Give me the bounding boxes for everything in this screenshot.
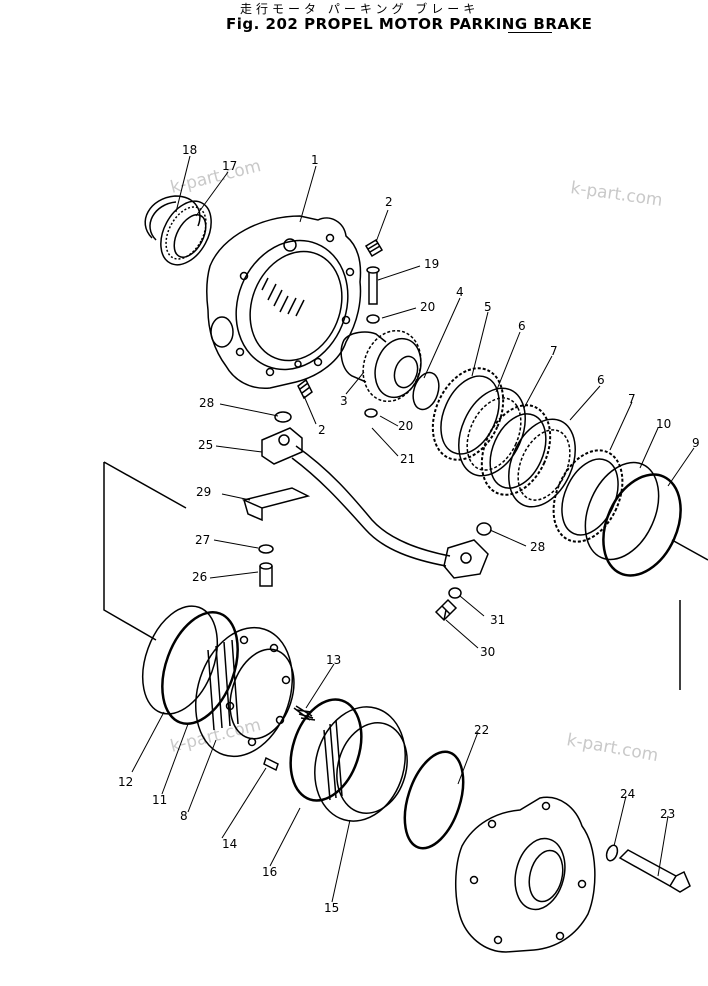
watermark-2: k-part.com — [569, 178, 663, 211]
callout-30: 30 — [480, 645, 495, 659]
watermark-4: k-part.com — [565, 730, 660, 766]
callout-4: 4 — [456, 285, 464, 299]
callout-20-lower: 20 — [398, 419, 413, 433]
part-1-motor-case — [205, 215, 362, 389]
callout-5: 5 — [484, 300, 492, 314]
part-16-ring — [289, 698, 363, 802]
callout-21: 21 — [400, 452, 415, 466]
part-6-disc-first — [458, 387, 526, 477]
callout-7-first: 7 — [550, 344, 558, 358]
part-3-hub-gear — [340, 329, 422, 403]
callout-23: 23 — [660, 807, 675, 821]
callout-19: 19 — [424, 257, 439, 271]
part-27-washer — [258, 544, 274, 554]
part-17-bearing — [160, 200, 212, 266]
title-japanese: 走行モータ パーキング ブレーキ — [240, 2, 480, 16]
part-19-pin — [366, 266, 380, 305]
callout-28-lower: 28 — [530, 540, 545, 554]
callout-3: 3 — [340, 394, 348, 408]
part-9-seal-ring — [602, 473, 682, 577]
part-7-plate-first — [480, 404, 552, 496]
callout-9: 9 — [692, 436, 700, 450]
callout-17: 17 — [222, 159, 237, 173]
callout-6-first: 6 — [518, 319, 526, 333]
part-2-plug-lower — [297, 378, 313, 400]
part-22-o-ring — [403, 750, 465, 850]
callout-1: 1 — [311, 153, 319, 167]
part-18-snap-ring — [144, 195, 201, 241]
callout-16: 16 — [262, 865, 277, 879]
assembly-frame-lines — [103, 461, 708, 690]
part-10-ring — [584, 461, 660, 561]
callout-2-upper: 2 — [385, 195, 393, 209]
part-30-bolt — [434, 598, 458, 622]
part-15-retainer — [314, 706, 408, 822]
part-13-spring — [293, 705, 316, 721]
leader-lines — [131, 155, 695, 903]
callout-10: 10 — [656, 417, 671, 431]
cover-housing — [454, 796, 596, 953]
part-20-washer-upper — [366, 314, 380, 324]
callout-13: 13 — [326, 653, 341, 667]
callout-11: 11 — [152, 793, 167, 807]
part-23-bolt — [618, 849, 691, 893]
part-4-o-ring — [412, 371, 440, 411]
part-7-plate-second — [552, 449, 624, 543]
callout-20-upper: 20 — [420, 300, 435, 314]
part-20-washer-lower — [364, 408, 378, 418]
part-11-ring — [161, 611, 239, 725]
part-14-pin — [263, 756, 279, 772]
callout-26: 26 — [192, 570, 207, 584]
part-2-plug-upper — [364, 238, 384, 258]
callout-8: 8 — [180, 809, 188, 823]
part-26-bolt — [259, 562, 273, 587]
callout-31: 31 — [490, 613, 505, 627]
watermark-1: k-part.com — [168, 156, 263, 198]
callout-27: 27 — [195, 533, 210, 547]
part-28-o-ring-upper — [274, 411, 292, 423]
callout-15: 15 — [324, 901, 339, 915]
callout-7-second: 7 — [628, 392, 636, 406]
callout-22: 22 — [474, 723, 489, 737]
part-8-piston — [194, 626, 295, 758]
part-25-block — [261, 427, 303, 465]
part-29-bracket — [241, 487, 311, 522]
callout-2-lower: 2 — [318, 423, 326, 437]
callout-28-upper: 28 — [199, 396, 214, 410]
part-31-washer — [448, 587, 462, 599]
callout-24: 24 — [620, 787, 635, 801]
title-english: Fig. 202 PROPEL MOTOR PARKING BRAKE — [226, 15, 593, 33]
tube-assembly — [291, 445, 489, 579]
callout-14: 14 — [222, 837, 237, 851]
callout-6-second: 6 — [597, 373, 605, 387]
callout-12: 12 — [118, 775, 133, 789]
part-28-o-ring-lower — [476, 522, 492, 536]
callout-18: 18 — [182, 143, 197, 157]
callout-labels: 18 17 1 2 19 20 4 5 6 7 6 7 10 9 3 2 20 … — [118, 143, 700, 915]
part-12-ring — [141, 605, 219, 715]
callout-29: 29 — [196, 485, 211, 499]
part-24-washer — [605, 844, 619, 862]
callout-25: 25 — [198, 438, 213, 452]
title-underline — [508, 32, 552, 33]
